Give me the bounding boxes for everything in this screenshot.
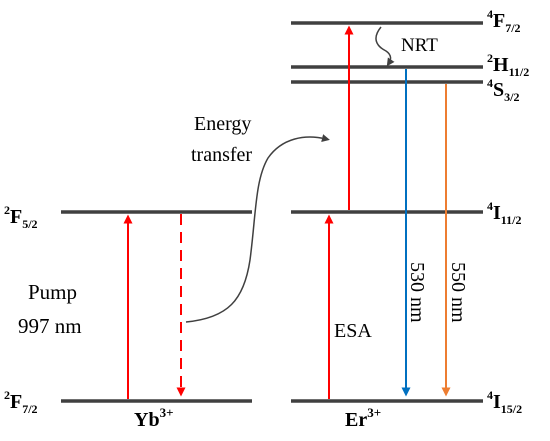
er-level-2h112-label: 2H11/2 xyxy=(487,51,529,79)
nrt-curved-arrow xyxy=(375,26,395,67)
energy-transfer-label-line2: transfer xyxy=(191,144,252,166)
yb-level-2f72-label: 2F7/2 xyxy=(4,388,38,416)
pump-label-line2: 997 nm xyxy=(18,314,82,338)
er-level-4i152-label: 4I15/2 xyxy=(487,388,522,416)
er-level-4s32-label: 4S3/2 xyxy=(487,76,519,104)
energy-transfer-curved-arrow xyxy=(185,134,330,323)
er-ion-label: Er3+ xyxy=(345,405,381,431)
er-level-4f72-label: 4F7/2 xyxy=(487,7,521,35)
emission-550-label: 550 nm xyxy=(447,262,469,323)
yb-ion-label: Yb3+ xyxy=(134,405,174,431)
pump-label-line1: Pump xyxy=(28,280,77,304)
energy-transfer-label-line1: Energy xyxy=(194,113,251,135)
nrt-label: NRT xyxy=(401,35,438,56)
yb-level-2f52-label: 2F5/2 xyxy=(4,203,38,231)
er-level-4i112-label: 4I11/2 xyxy=(487,199,521,227)
emission-530-label: 530 nm xyxy=(406,262,428,323)
esa-label: ESA xyxy=(334,320,372,342)
